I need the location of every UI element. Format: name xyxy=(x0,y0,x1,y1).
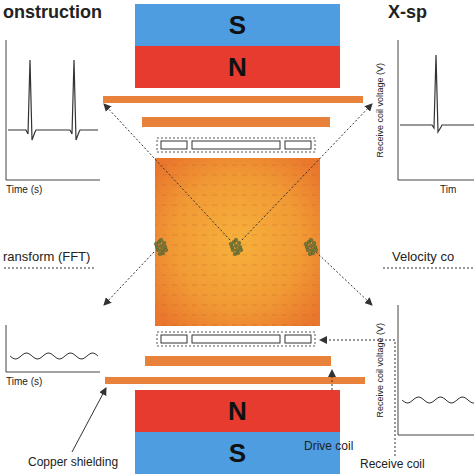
signal-trace xyxy=(8,60,98,140)
nanoparticle xyxy=(156,248,160,252)
axis-label: Time (s) xyxy=(6,376,42,388)
nanoparticle xyxy=(158,252,162,256)
drive-coil xyxy=(145,356,331,366)
plot-axis xyxy=(398,40,474,180)
pole-letter: S xyxy=(229,438,246,469)
particles xyxy=(154,238,318,256)
pointer-arrow xyxy=(242,104,372,240)
receive-coil xyxy=(192,141,280,149)
nanoparticle xyxy=(231,248,235,252)
nanoparticle xyxy=(237,241,241,245)
receive-coil-outline xyxy=(157,332,315,346)
pointer-arrow xyxy=(316,252,372,305)
divider-line xyxy=(383,268,474,269)
part-label: Drive coil xyxy=(304,440,353,454)
receive-coil xyxy=(285,335,311,343)
nanoparticle xyxy=(308,252,312,256)
receive-coil xyxy=(161,141,187,149)
nanoparticle xyxy=(309,244,313,248)
nanoparticle xyxy=(304,242,308,246)
signal-trace xyxy=(402,397,474,403)
plot-axis xyxy=(6,325,100,372)
nanoparticle xyxy=(229,242,233,246)
receive-coil xyxy=(161,335,187,343)
nanoparticle xyxy=(306,248,310,252)
process-label: Velocity co xyxy=(392,250,454,265)
panel-heading: onstruction xyxy=(3,2,102,23)
pointer-arrow xyxy=(104,104,230,240)
receive-coil xyxy=(192,335,280,343)
axis-label: Tim xyxy=(440,184,456,196)
nanoparticle xyxy=(162,241,166,245)
nanoparticle xyxy=(309,238,313,242)
nanoparticle xyxy=(314,248,318,252)
magnet-pole: N xyxy=(135,390,340,432)
drive-coil xyxy=(142,117,330,127)
pointer-arrow xyxy=(104,252,154,305)
nanoparticle xyxy=(233,252,237,256)
plot-axis xyxy=(6,40,100,180)
signal-trace xyxy=(400,55,474,132)
pole-letter: N xyxy=(228,52,247,83)
nanoparticle xyxy=(159,238,163,242)
nanoparticle xyxy=(234,244,238,248)
signal-trace xyxy=(10,353,98,359)
leader-line xyxy=(72,388,106,452)
part-label: Copper shielding xyxy=(28,456,118,470)
copper-shielding xyxy=(105,377,365,384)
field-vectors xyxy=(155,158,320,326)
nanoparticle xyxy=(312,241,316,245)
process-label: ransform (FFT) xyxy=(3,250,90,265)
nanoparticle xyxy=(159,244,163,248)
receive-coil xyxy=(285,141,311,149)
panel-heading: X-sp xyxy=(388,2,427,23)
leader-line xyxy=(395,340,396,456)
axis-label: Receive coil voltage (V) xyxy=(375,323,385,418)
axis-label: Time (s) xyxy=(6,184,42,196)
copper-shielding xyxy=(103,96,363,103)
axis-label: Receive coil voltage (V) xyxy=(375,63,385,158)
nanoparticle xyxy=(239,248,243,252)
pole-letter: N xyxy=(228,396,247,427)
magnet-pole: N xyxy=(135,46,340,88)
field-region xyxy=(155,158,320,326)
part-label: Receive coil xyxy=(360,458,425,472)
plot-axis xyxy=(398,305,474,435)
nanoparticle xyxy=(234,238,238,242)
nanoparticle xyxy=(164,248,168,252)
magnet-pole: S xyxy=(135,4,340,46)
receive-coil-outline xyxy=(157,138,315,152)
divider-line xyxy=(4,268,96,269)
pole-letter: S xyxy=(229,10,246,41)
nanoparticle xyxy=(154,242,158,246)
